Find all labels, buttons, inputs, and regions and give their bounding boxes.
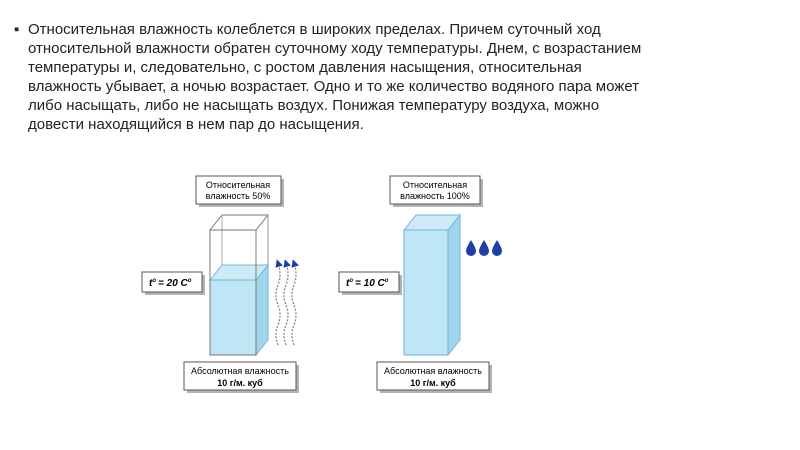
left-temperature-box: to= 20 Со: [141, 271, 205, 295]
text-block: ▪ Относительная влажность колеблется в ш…: [14, 20, 654, 134]
right-water-front: [403, 229, 449, 356]
water-drops-icon: [466, 240, 502, 256]
left-abs-label-line2: 10 г/м. куб: [217, 378, 263, 388]
bullet-marker: ▪: [14, 21, 20, 38]
left-rh-label-line1: Относительная: [206, 180, 270, 190]
right-rh-label-line2: влажность 100%: [400, 191, 470, 201]
left-abs-label-box: Абсолютная влажность 10 г/м. куб: [183, 361, 299, 393]
evaporation-arrows-icon: [275, 259, 299, 346]
left-rh-label-line2: влажность 50%: [206, 191, 271, 201]
right-rh-label-line1: Относительная: [403, 180, 467, 190]
left-water-front: [209, 279, 257, 356]
right-water-side: [447, 213, 461, 357]
left-temp-symbol: t: [149, 278, 153, 289]
right-temp-symbol: t: [346, 278, 350, 289]
left-rh-label-box: Относительная влажность 50%: [195, 175, 284, 207]
right-abs-label-line1: Абсолютная влажность: [384, 366, 482, 376]
right-rh-label-box: Относительная влажность 100%: [389, 175, 483, 207]
left-abs-label-line1: Абсолютная влажность: [191, 366, 289, 376]
left-temp-value: = 20 С: [158, 278, 189, 289]
right-temperature-box: to= 10 Со: [338, 271, 402, 295]
left-water-column: [208, 214, 270, 357]
right-abs-label-box: Абсолютная влажность 10 г/м. куб: [376, 361, 492, 393]
svg-text:to= 10 Со: to= 10 Со: [346, 278, 389, 289]
right-water-column: [402, 213, 462, 357]
right-abs-label-line2: 10 г/м. куб: [410, 378, 456, 388]
paragraph-text: Относительная влажность колеблется в шир…: [28, 21, 642, 133]
right-temp-value: = 10 С: [355, 278, 386, 289]
svg-text:to= 20 Со: to= 20 Со: [149, 278, 192, 289]
